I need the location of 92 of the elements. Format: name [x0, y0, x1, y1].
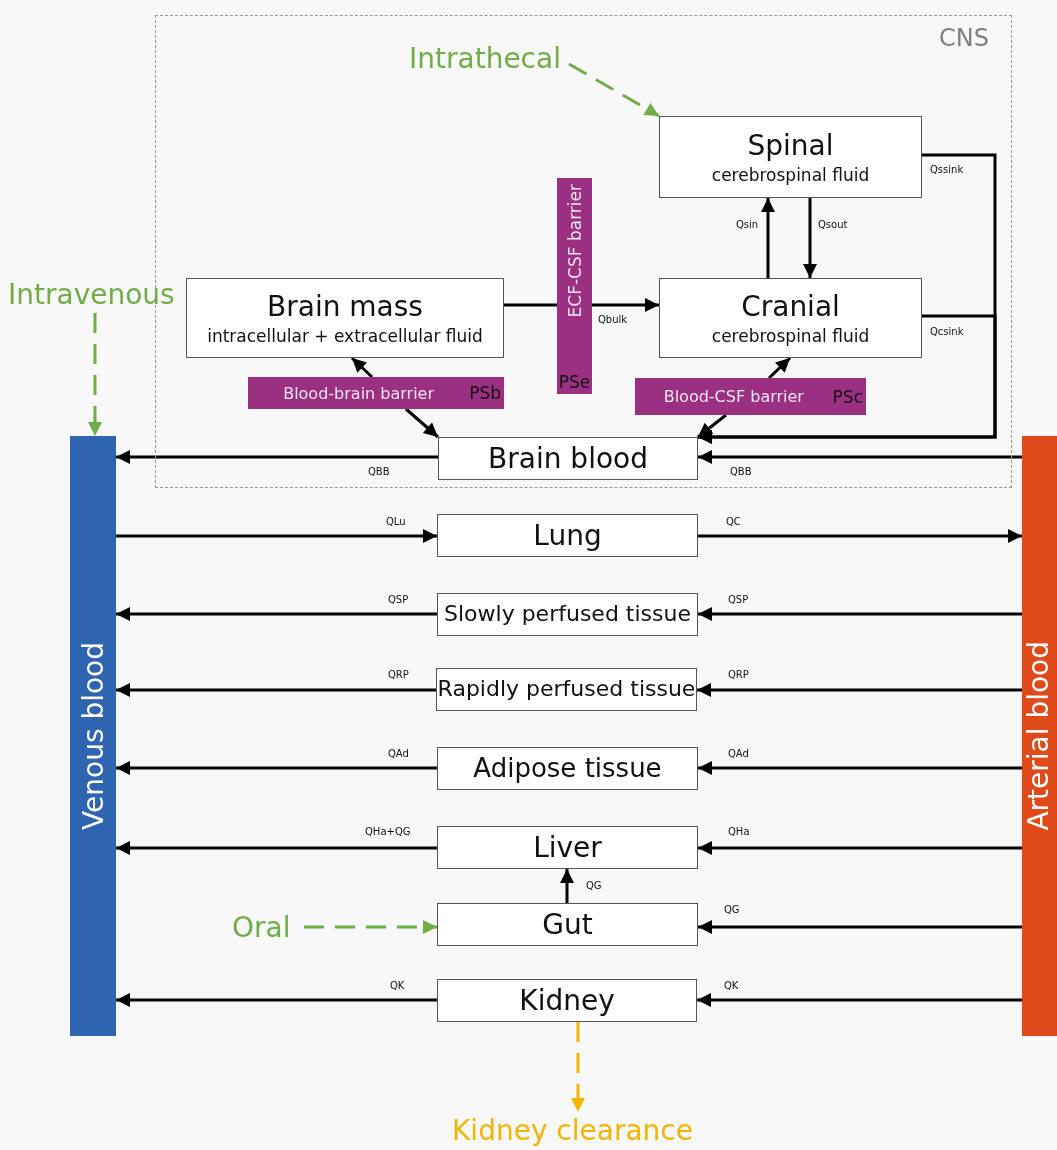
arrow [350, 356, 374, 379]
compartment-title: Brain blood [488, 441, 648, 476]
permeability-label: PSb [469, 383, 501, 403]
arrow [592, 298, 659, 312]
arrow [116, 761, 437, 775]
edge-label: QAd [728, 748, 749, 759]
edge-label: QSP [388, 594, 409, 605]
edge-label: Qssink [930, 164, 964, 175]
barrier-bar [248, 377, 504, 409]
edge-label: Qbulk [598, 314, 628, 325]
arrow [698, 841, 1022, 855]
edge-label: QBB [730, 466, 752, 477]
edge-label: QC [726, 516, 741, 527]
compartment-title: Lung [533, 518, 602, 553]
arrow [697, 413, 727, 439]
arrow [698, 314, 997, 444]
edge-label: QK [390, 980, 405, 991]
compartment-subtitle: cerebrospinal fluid [711, 164, 870, 185]
region-label: CNS [939, 24, 989, 52]
barrier-bar [557, 178, 592, 394]
compartment-box [437, 979, 697, 1022]
dashed-arrow [304, 920, 437, 934]
arrow [116, 841, 437, 855]
barrier-label: Blood-CSF barrier [662, 387, 805, 406]
compartment-title: Liver [533, 830, 602, 865]
compartment-title: Cranial [741, 290, 840, 324]
arrow [116, 993, 437, 1007]
arrow [116, 529, 437, 543]
compartment-box [437, 903, 698, 946]
edge-label: QHa [728, 826, 750, 837]
bar-label: Venous blood [76, 642, 110, 830]
compartment-box [437, 593, 698, 636]
compartment-box [659, 116, 922, 198]
arrow [698, 761, 1022, 775]
compartment-box [437, 826, 698, 869]
compartment-title: Kidney [519, 983, 615, 1018]
compartment-box [436, 668, 697, 711]
arrow [116, 607, 437, 621]
compartment-title: Rapidly perfused tissue [437, 676, 696, 703]
arrow [697, 993, 1022, 1007]
barrier-label: Blood-brain barrier [282, 383, 435, 403]
permeability-label: PSe [558, 372, 591, 392]
route-label: Oral [232, 908, 304, 948]
compartment-box [437, 747, 698, 790]
barrier-label: ECF-CSF barrier [564, 184, 585, 318]
compartment-title: Brain mass [267, 290, 423, 324]
edge-label: QG [586, 880, 602, 891]
arrow [803, 198, 817, 278]
edge-label: QBB [368, 466, 390, 477]
edge-label: QSP [728, 594, 749, 605]
compartment-title: Slowly perfused tissue [444, 601, 691, 628]
edge-label: QRP [388, 669, 409, 680]
arrow [698, 607, 1022, 621]
blood-pool-bar [70, 436, 116, 1036]
arrow [698, 529, 1022, 543]
route-label: Intravenous [8, 277, 183, 313]
compartment-title: Gut [542, 907, 593, 942]
compartment-subtitle: intracellular + extracellular fluid [207, 325, 483, 346]
edge-label: QLu [386, 516, 406, 527]
edge-label: QG [724, 904, 740, 915]
dashed-arrow [571, 1022, 585, 1112]
dashed-arrow [568, 62, 660, 118]
permeability-label: PSc [832, 386, 863, 407]
blood-pool-bar [1022, 436, 1057, 1036]
arrow [761, 198, 775, 278]
arrow [767, 356, 792, 380]
barrier-bar [635, 378, 866, 415]
edge-label: QRP [728, 669, 749, 680]
bar-label: Arterial blood [1022, 641, 1055, 831]
arrow [698, 450, 1022, 464]
arrow [116, 450, 438, 464]
edge-label: Qcsink [930, 326, 964, 337]
arrow [560, 869, 574, 903]
arrow [116, 683, 436, 697]
compartment-box [659, 278, 922, 358]
compartment-title: Adipose tissue [473, 752, 662, 785]
edge-label: Qsin [736, 219, 759, 230]
dashed-arrow [88, 313, 102, 436]
route-label: Intrathecal [409, 39, 569, 79]
compartment-title: Spinal [747, 129, 834, 163]
route-label: Kidney clearance [452, 1112, 702, 1150]
compartment-box [186, 278, 504, 358]
arrow [698, 920, 1022, 934]
edge-label: Qsout [818, 219, 848, 230]
edge-label: QAd [388, 748, 409, 759]
arrow [405, 407, 439, 439]
compartment-subtitle: cerebrospinal fluid [711, 325, 870, 346]
compartment-box [437, 514, 698, 557]
edge-label: QK [724, 980, 739, 991]
arrow [697, 683, 1022, 697]
compartment-box [438, 437, 698, 480]
edge-label: QHa+QG [365, 826, 411, 837]
